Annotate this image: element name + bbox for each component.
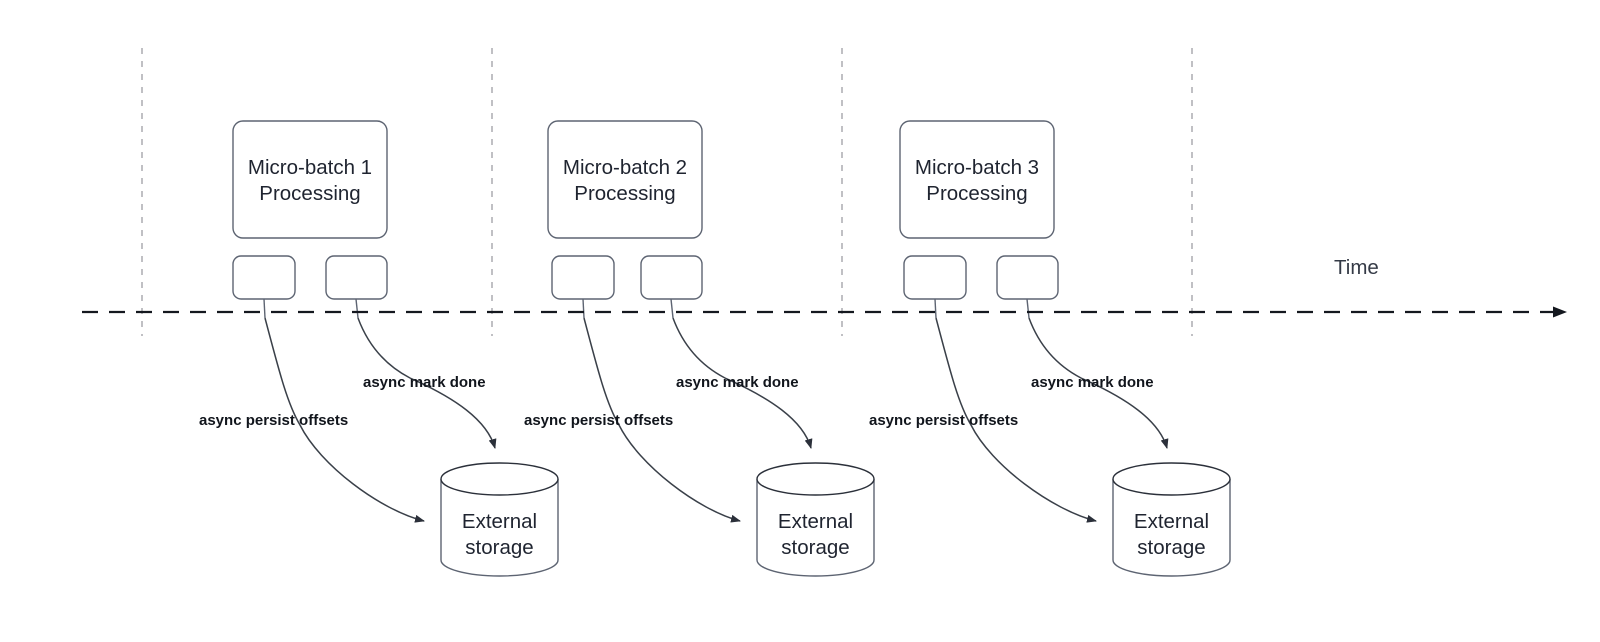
micro-batch-2-task-box-right[interactable] xyxy=(640,255,703,300)
edge-mark-done-3 xyxy=(1028,317,1169,449)
micro-batch-1-group[interactable]: Micro-batch 1 Processing xyxy=(232,120,388,300)
edge-label-mark-done-1: async mark done xyxy=(363,374,486,391)
external-storage-2-label-line1: External xyxy=(778,510,853,533)
external-storage-3-label-line2: storage xyxy=(1137,536,1205,559)
micro-batch-3-box[interactable] xyxy=(899,120,1055,239)
micro-batch-3-label-line1: Micro-batch 3 xyxy=(915,156,1039,179)
external-storage-2-cylinder-top xyxy=(756,462,875,496)
external-storage-1-group[interactable]: External storage xyxy=(440,462,559,577)
external-storage-3-label-line1: External xyxy=(1134,510,1209,533)
external-storage-2-cylinder[interactable] xyxy=(756,479,875,577)
external-storage-3-cylinder[interactable] xyxy=(1112,479,1231,577)
stem-2-right xyxy=(670,298,674,319)
external-storage-2-label-line2: storage xyxy=(781,536,849,559)
stem-1-left xyxy=(263,298,266,319)
time-axis-label: Time xyxy=(1334,256,1379,279)
micro-batch-2-label-line2: Processing xyxy=(574,182,675,205)
micro-batch-2-task-box-left[interactable] xyxy=(551,255,615,300)
micro-batch-3-label-line2: Processing xyxy=(926,182,1027,205)
micro-batch-1-task-box-left[interactable] xyxy=(232,255,296,300)
edge-label-mark-done-3: async mark done xyxy=(1031,374,1154,391)
edge-mark-done-1 xyxy=(357,317,497,449)
micro-batch-1-label-line2: Processing xyxy=(259,182,360,205)
external-storage-3-group[interactable]: External storage xyxy=(1112,462,1231,577)
edge-label-mark-done-2: async mark done xyxy=(676,374,799,391)
edge-persist-offsets-3 xyxy=(935,317,1097,523)
edge-persist-offsets-1 xyxy=(264,317,425,523)
stem-2-left xyxy=(582,298,585,319)
external-storage-1-cylinder[interactable] xyxy=(440,479,559,577)
micro-batch-2-box[interactable] xyxy=(547,120,703,239)
micro-batch-1-box[interactable] xyxy=(232,120,388,239)
stem-3-right xyxy=(1026,298,1030,319)
external-storage-1-label-line2: storage xyxy=(465,536,533,559)
micro-batch-1-task-box-right[interactable] xyxy=(325,255,388,300)
stem-3-left xyxy=(934,298,937,319)
external-storage-1-label-line1: External xyxy=(462,510,537,533)
external-storage-3-cylinder-top xyxy=(1112,462,1231,496)
micro-batch-3-group[interactable]: Micro-batch 3 Processing xyxy=(899,120,1059,300)
edge-mark-done-2 xyxy=(672,317,813,449)
edge-persist-offsets-2 xyxy=(583,317,741,523)
micro-batch-1-label-line1: Micro-batch 1 xyxy=(248,156,372,179)
external-storage-1-cylinder-top xyxy=(440,462,559,496)
external-storage-2-group[interactable]: External storage xyxy=(756,462,875,577)
edge-label-persist-offsets-1: async persist offsets xyxy=(199,412,348,429)
micro-batch-3-task-box-right[interactable] xyxy=(996,255,1059,300)
edge-label-persist-offsets-2: async persist offsets xyxy=(524,412,673,429)
stem-1-right xyxy=(355,298,359,319)
micro-batch-3-task-box-left[interactable] xyxy=(903,255,967,300)
edge-label-persist-offsets-3: async persist offsets xyxy=(869,412,1018,429)
micro-batch-2-group[interactable]: Micro-batch 2 Processing xyxy=(547,120,703,300)
micro-batch-2-label-line1: Micro-batch 2 xyxy=(563,156,687,179)
